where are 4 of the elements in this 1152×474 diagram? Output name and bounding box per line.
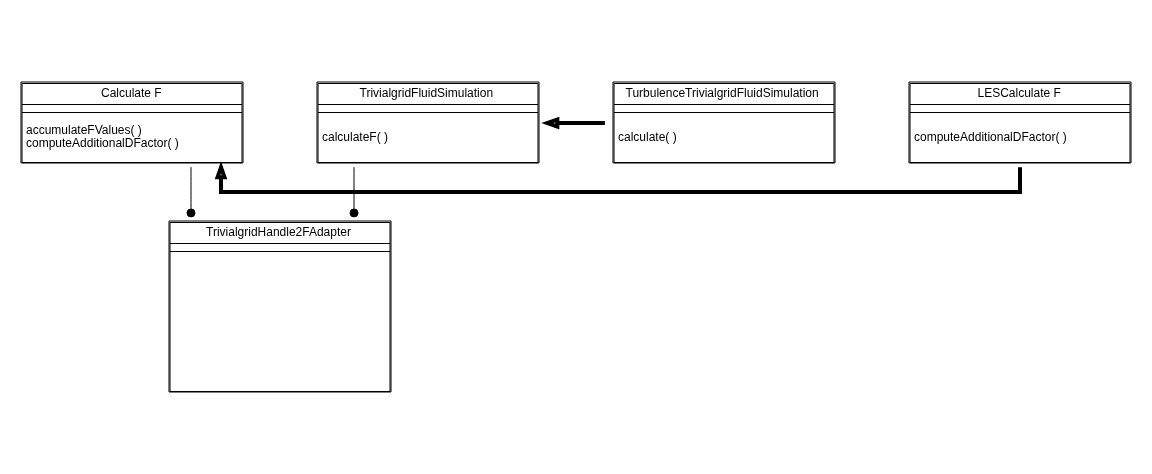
arrow: [541, 116, 605, 130]
arrow: [214, 161, 1022, 194]
connector: [349, 166, 359, 218]
connector: [186, 166, 196, 218]
